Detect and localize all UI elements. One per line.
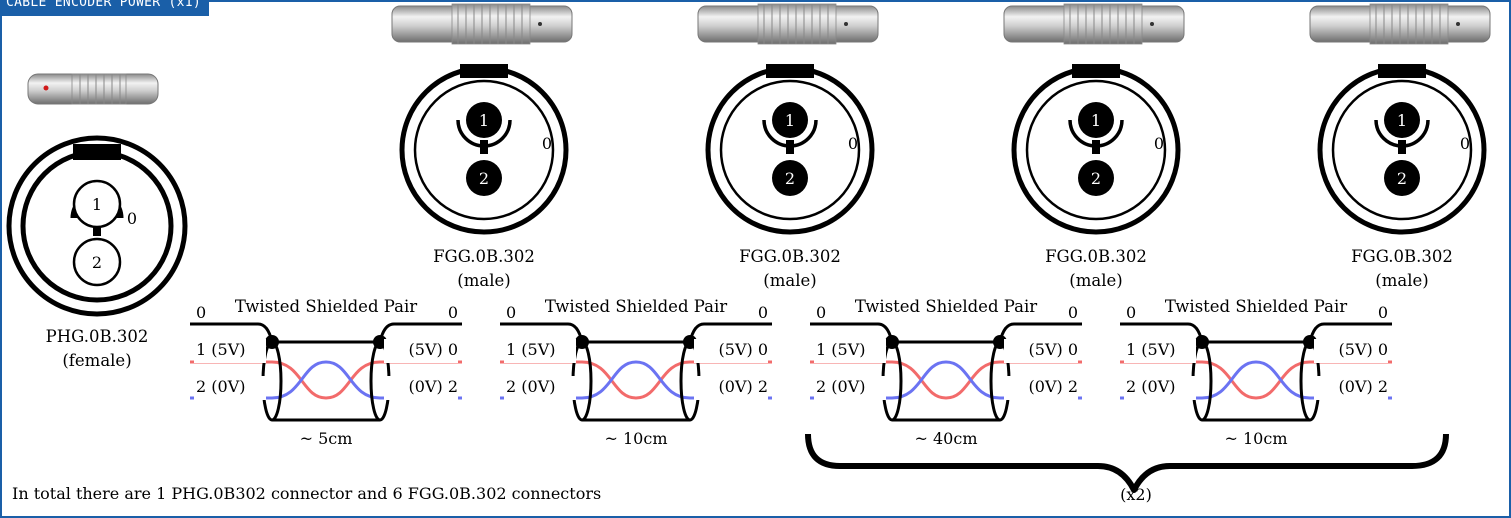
male-pin-1: 1 [479, 111, 489, 130]
cable-type-label: Twisted Shielded Pair [1165, 297, 1347, 316]
male-connector-model: FGG.0B.302 [1351, 247, 1453, 266]
female-connector-gender: (female) [62, 351, 131, 370]
cable-left-5v-label: 1 (5V) [816, 340, 865, 359]
cable-type-label: Twisted Shielded Pair [855, 297, 1037, 316]
cable-length-label: ~ 40cm [915, 429, 978, 448]
male-connector-model: FGG.0B.302 [1045, 247, 1147, 266]
male-connector-gender: (male) [457, 271, 510, 290]
male-pin-2: 2 [479, 169, 489, 188]
male-pin-2: 2 [785, 169, 795, 188]
footnote: In total there are 1 PHG.0B302 connector… [12, 484, 602, 503]
male-pin-2: 2 [1091, 169, 1101, 188]
cable: Twisted Shielded Pair 0 0 1 (5V) 2 (0V) (5V) … [500, 297, 772, 448]
male-connector-photo [697, 3, 879, 45]
cable-left-0v-label: 2 (0V) [816, 377, 865, 396]
cable: Twisted Shielded Pair 0 0 1 (5V) 2 (0V) (5V) … [1120, 297, 1392, 448]
male-connector-gender: (male) [1375, 271, 1428, 290]
cable-right-0v-label: (0V) 2 [1339, 377, 1388, 396]
cable-left-shield-label: 0 [196, 303, 206, 322]
female-connector-model: PHG.0B.302 [46, 327, 149, 346]
female-pin-2: 2 [92, 253, 102, 272]
cable-left-5v-label: 1 (5V) [196, 340, 245, 359]
cable-right-shield-label: 0 [758, 303, 768, 322]
brace-label: (x2) [1120, 485, 1152, 504]
cable-left-0v-label: 2 (0V) [1126, 377, 1175, 396]
cable-right-5v-label: (5V) 0 [1029, 340, 1078, 359]
male-shield-pin: 0 [848, 134, 858, 153]
cable-left-5v-label: 1 (5V) [1126, 340, 1175, 359]
male-connector-model: FGG.0B.302 [433, 247, 535, 266]
cable-length-label: ~ 5cm [300, 429, 353, 448]
diagram-title: CABLE ENCODER POWER (x1) [0, 0, 210, 16]
cable: Twisted Shielded Pair 0 0 1 (5V) 2 (0V) (5V) … [810, 297, 1082, 448]
cable-right-5v-label: (5V) 0 [719, 340, 768, 359]
male-connector-photo [1309, 3, 1491, 45]
male-shield-pin: 0 [542, 134, 552, 153]
male-connector-photo [1003, 3, 1185, 45]
cable-right-shield-label: 0 [1378, 303, 1388, 322]
cable-length-label: ~ 10cm [605, 429, 668, 448]
male-pin-1: 1 [785, 111, 795, 130]
female-shield-pin: 0 [127, 209, 137, 228]
female-connector-photo [27, 73, 159, 105]
cable-left-shield-label: 0 [1126, 303, 1136, 322]
male-connector-gender: (male) [763, 271, 816, 290]
cable-right-0v-label: (0V) 2 [1029, 377, 1078, 396]
female-connector-face: 1 2 0 [6, 135, 188, 317]
male-connector-face: 1 2 0 [1317, 64, 1487, 235]
male-connector-gender: (male) [1069, 271, 1122, 290]
cable-right-5v-label: (5V) 0 [1339, 340, 1388, 359]
male-pin-1: 1 [1091, 111, 1101, 130]
female-pin-1: 1 [92, 195, 102, 214]
male-pin-2: 2 [1397, 169, 1407, 188]
male-connector-face: 1 2 0 [399, 64, 569, 235]
male-shield-pin: 0 [1460, 134, 1470, 153]
cable-right-shield-label: 0 [1068, 303, 1078, 322]
cable-left-shield-label: 0 [506, 303, 516, 322]
male-pin-1: 1 [1397, 111, 1407, 130]
male-connector-photo [391, 3, 573, 45]
cable-right-shield-label: 0 [448, 303, 458, 322]
male-connector-model: FGG.0B.302 [739, 247, 841, 266]
cable-left-shield-label: 0 [816, 303, 826, 322]
cable-left-0v-label: 2 (0V) [506, 377, 555, 396]
cable-right-5v-label: (5V) 0 [409, 340, 458, 359]
x2-brace: (x2) [805, 433, 1449, 504]
cable: Twisted Shielded Pair 0 0 1 (5V) 2 (0V) (5V) … [190, 297, 462, 448]
male-shield-pin: 0 [1154, 134, 1164, 153]
cable-type-label: Twisted Shielded Pair [235, 297, 417, 316]
cable-left-0v-label: 2 (0V) [196, 377, 245, 396]
cables: Twisted Shielded Pair 0 0 1 (5V) 2 (0V) (5V) … [190, 297, 1392, 448]
cable-left-5v-label: 1 (5V) [506, 340, 555, 359]
cable-length-label: ~ 10cm [1225, 429, 1288, 448]
cable-right-0v-label: (0V) 2 [409, 377, 458, 396]
cable-type-label: Twisted Shielded Pair [545, 297, 727, 316]
male-connector-face: 1 2 0 [1011, 64, 1181, 235]
cable-right-0v-label: (0V) 2 [719, 377, 768, 396]
male-connector-face: 1 2 0 [705, 64, 875, 235]
